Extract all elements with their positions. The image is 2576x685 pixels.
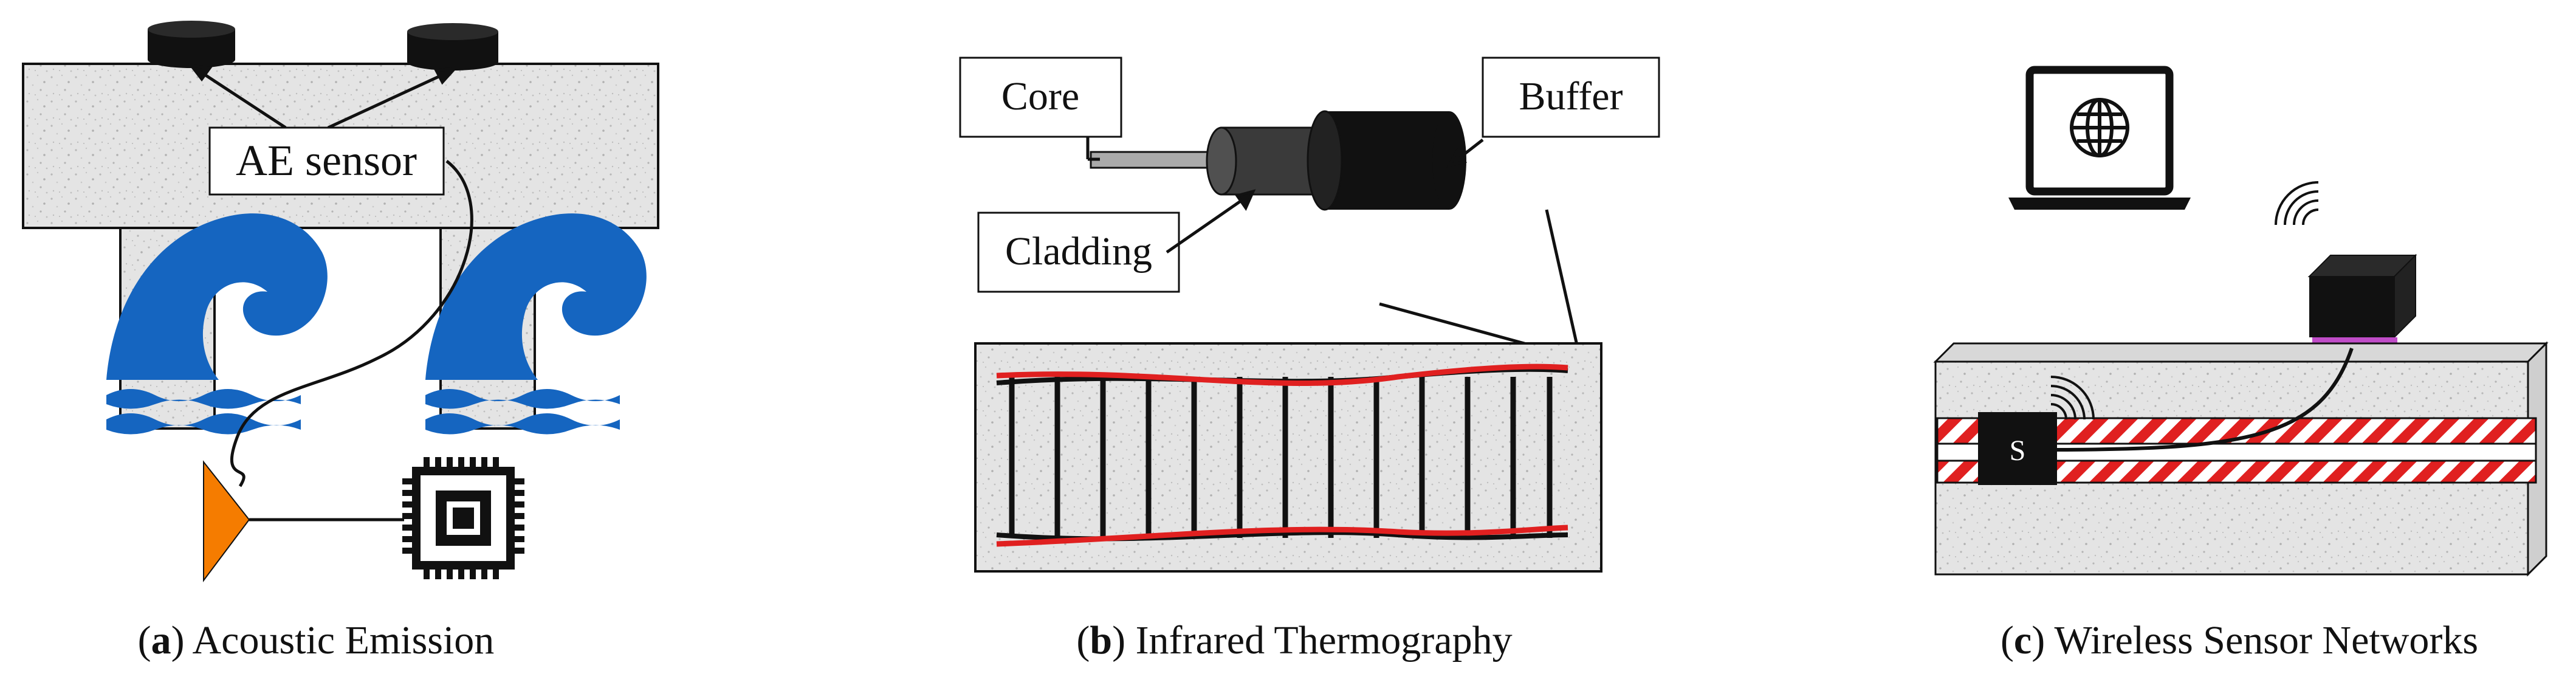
sensor-cable xyxy=(2047,348,2354,452)
gateway-box-icon xyxy=(2307,253,2417,348)
signal-cable xyxy=(230,160,473,487)
zoom-line xyxy=(1545,209,1582,359)
amplifier-icon xyxy=(203,460,250,582)
rebar-cage-icon xyxy=(996,363,1568,547)
ae-sensor-label-box xyxy=(208,126,445,196)
caption-c: (c) Wireless Sensor Networks xyxy=(2001,618,2478,663)
fiber-pointer-arrows xyxy=(1086,137,1484,254)
sensor-label: S xyxy=(2010,435,2026,467)
embedded-sensor xyxy=(1978,412,2057,485)
buffer-label: Buffer xyxy=(1519,74,1623,119)
optical-fiber-icon xyxy=(1090,110,1466,211)
sensor-pointer-arrows xyxy=(188,63,459,129)
globe-icon xyxy=(2070,98,2129,157)
ae-sensor-icon xyxy=(407,23,498,71)
caption-a: (a) Acoustic Emission xyxy=(138,618,495,663)
ae-sensor-label: AE sensor xyxy=(236,136,417,185)
panel-b: Core Buffer Cladding xyxy=(959,57,1660,663)
panel-a: AE sensor (a) Acoustic Emission xyxy=(22,21,659,663)
core-label-box xyxy=(959,57,1122,138)
core-label: Core xyxy=(1001,74,1079,119)
cladding-label-box xyxy=(977,212,1180,293)
wireless-signal-icon xyxy=(2275,181,2319,225)
buffer-label-box xyxy=(1482,57,1660,138)
cladding-label: Cladding xyxy=(1005,229,1152,274)
panel-c: S (c) Wireless Sensor Networks xyxy=(1933,66,2549,663)
wireless-signal-icon xyxy=(2050,376,2095,420)
ae-sensor-icon xyxy=(148,21,235,68)
caption-b: (b) Infrared Thermography xyxy=(1076,618,1512,663)
laptop-icon xyxy=(2008,66,2191,210)
chip-icon xyxy=(402,457,524,579)
